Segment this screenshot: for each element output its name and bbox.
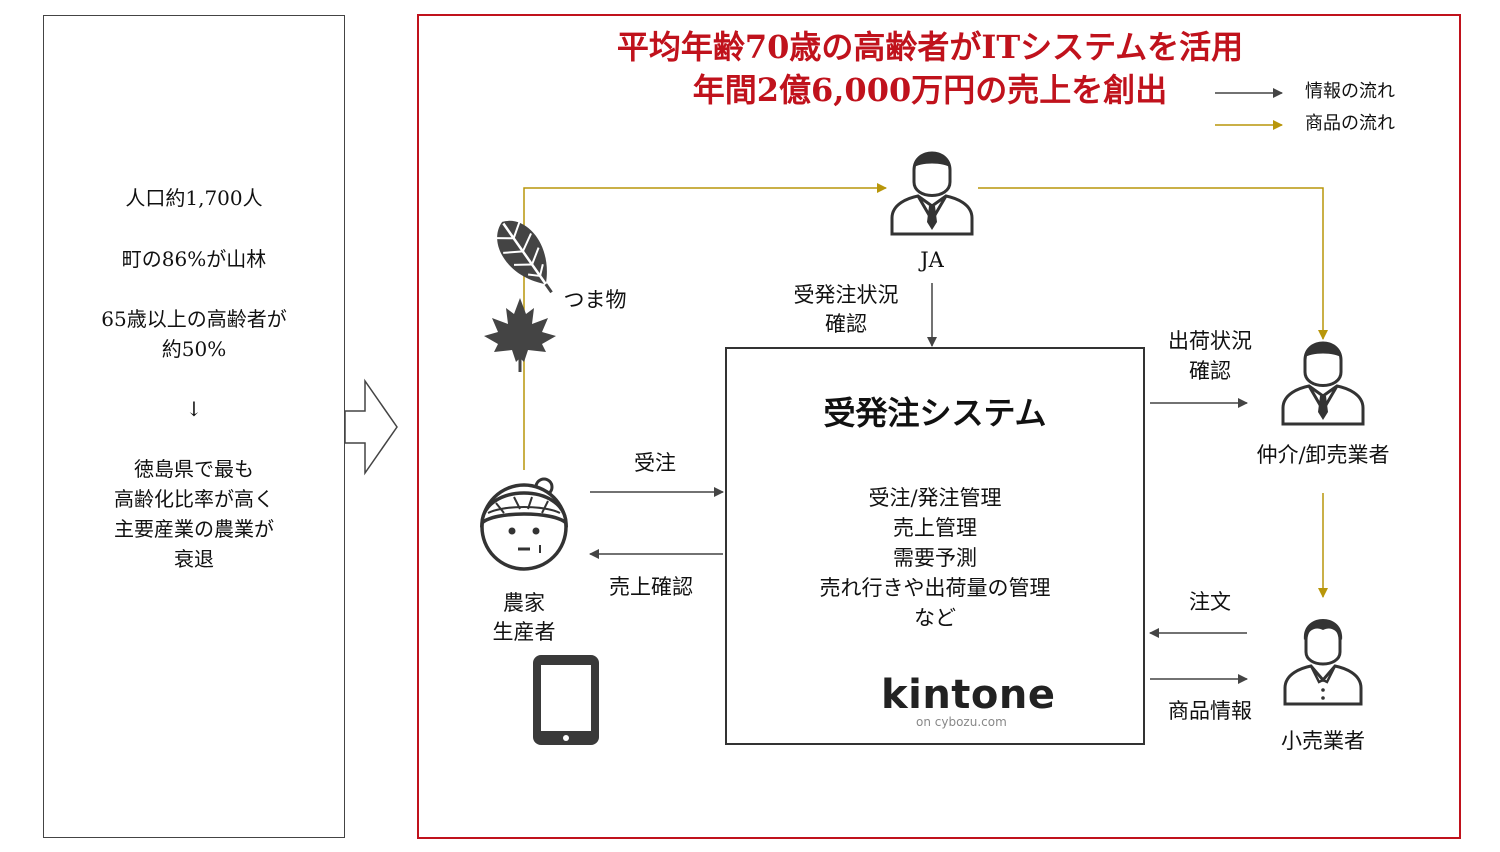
product-info-label: 商品情報 [1168,699,1252,723]
system-title: 受発注システム [823,394,1047,432]
order-label: 注文 [1189,590,1231,614]
shipping-check-label-line1: 出荷状況 [1168,329,1252,353]
goods-flow-farmer-to-ja [523,183,887,470]
kintone-logo-subtext: on cybozu.com [916,715,1007,729]
retailer-label: 小売業者 [1281,729,1365,753]
businessman-icon [1281,341,1365,426]
headline-line1: 平均年齢70歳の高齢者がITシステムを活用 [616,28,1244,66]
tablet-icon [533,655,599,745]
farmer-icon [480,477,568,571]
elderly-text-line2: 約50% [161,337,227,361]
status-check-label-line2: 確認 [825,312,867,336]
main-diagram-frame [417,14,1461,839]
businessman-icon [890,151,974,236]
population-text: 人口約1,700人 [125,186,263,210]
produce-label: つま物 [563,288,627,312]
down-arrow-text: ↓ [185,397,203,421]
headline-line2: 年間2億6,000万円の売上を創出 [692,71,1168,109]
forest-ratio-text: 町の86%が山林 [121,247,267,271]
decline-text-line4: 衰退 [174,547,214,571]
decline-text-line2: 高齢化比率が高く [114,487,274,511]
shipping-check-label-line2: 確認 [1189,359,1231,383]
order-receive-label: 受注 [634,451,676,475]
goods-flow-ja-to-wholesaler [978,187,1328,340]
farmer-label-line2: 生産者 [492,620,556,644]
ja-label: JA [920,248,944,272]
maple-leaf-icon [484,298,556,372]
transition-arrow [344,378,398,476]
feature-order-management: 受注/発注管理 [868,486,1002,510]
sales-check-label: 売上確認 [609,575,693,599]
elderly-text-line1: 65歳以上の高齢者が [101,307,287,331]
leaf-icon [496,220,553,294]
kintone-logo-text: kintone [881,672,1056,718]
left-info-panel: 人口約1,700人 町の86%が山林 65歳以上の高齢者が 約50% ↓ 徳島県… [43,15,345,838]
feature-demand-forecast: 需要予測 [893,546,977,570]
wholesaler-label: 仲介/卸売業者 [1256,443,1390,467]
decline-text-line1: 徳島県で最も [134,457,254,481]
decline-text-line3: 主要産業の農業が [114,517,274,541]
legend-info-label: 情報の流れ [1305,81,1395,102]
status-check-label-line1: 受発注状況 [793,283,899,307]
legend-goods-label: 商品の流れ [1305,113,1395,134]
feature-etc: など [914,606,956,630]
feature-shipment-management: 売れ行きや出荷量の管理 [819,576,1051,600]
feature-sales-management: 売上管理 [893,516,977,540]
order-system-box: 受発注システム 受注/発注管理 売上管理 需要予測 売れ行きや出荷量の管理 など… [725,347,1145,745]
person-icon [1283,619,1363,706]
farmer-label-line1: 農家 [503,591,545,615]
